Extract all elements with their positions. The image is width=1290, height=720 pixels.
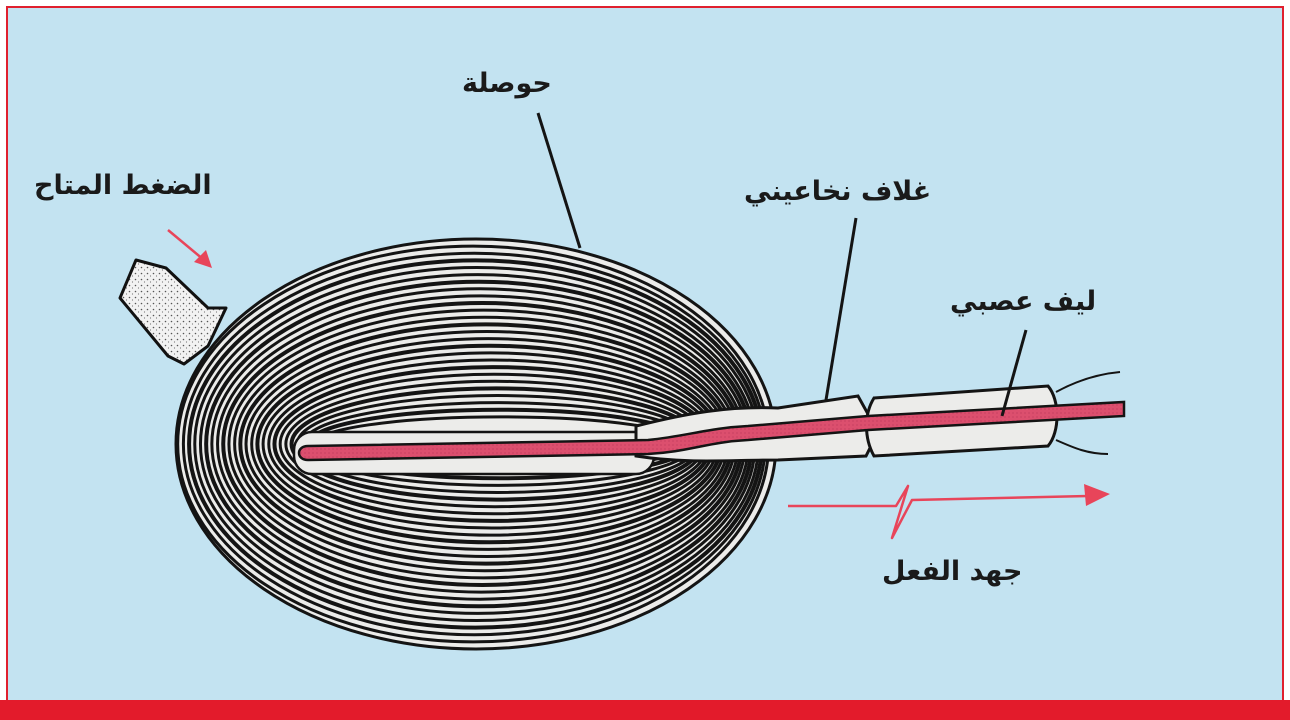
pacinian-corpuscle-diagram [8, 8, 1284, 704]
nerve-fiber-label: ليف عصبي [950, 288, 1096, 315]
bottom-bar [0, 700, 1290, 720]
available-pressure-label: الضغط المتاح [34, 172, 212, 199]
myelin-sheath-label: غلاف نخاعيني [744, 178, 931, 205]
action-potential-label: جهد الفعل [882, 558, 1022, 585]
diagram-frame: حوصلة الضغط المتاح غلاف نخاعيني ليف عصبي… [6, 6, 1284, 704]
capsule-label: حوصلة [462, 70, 552, 97]
